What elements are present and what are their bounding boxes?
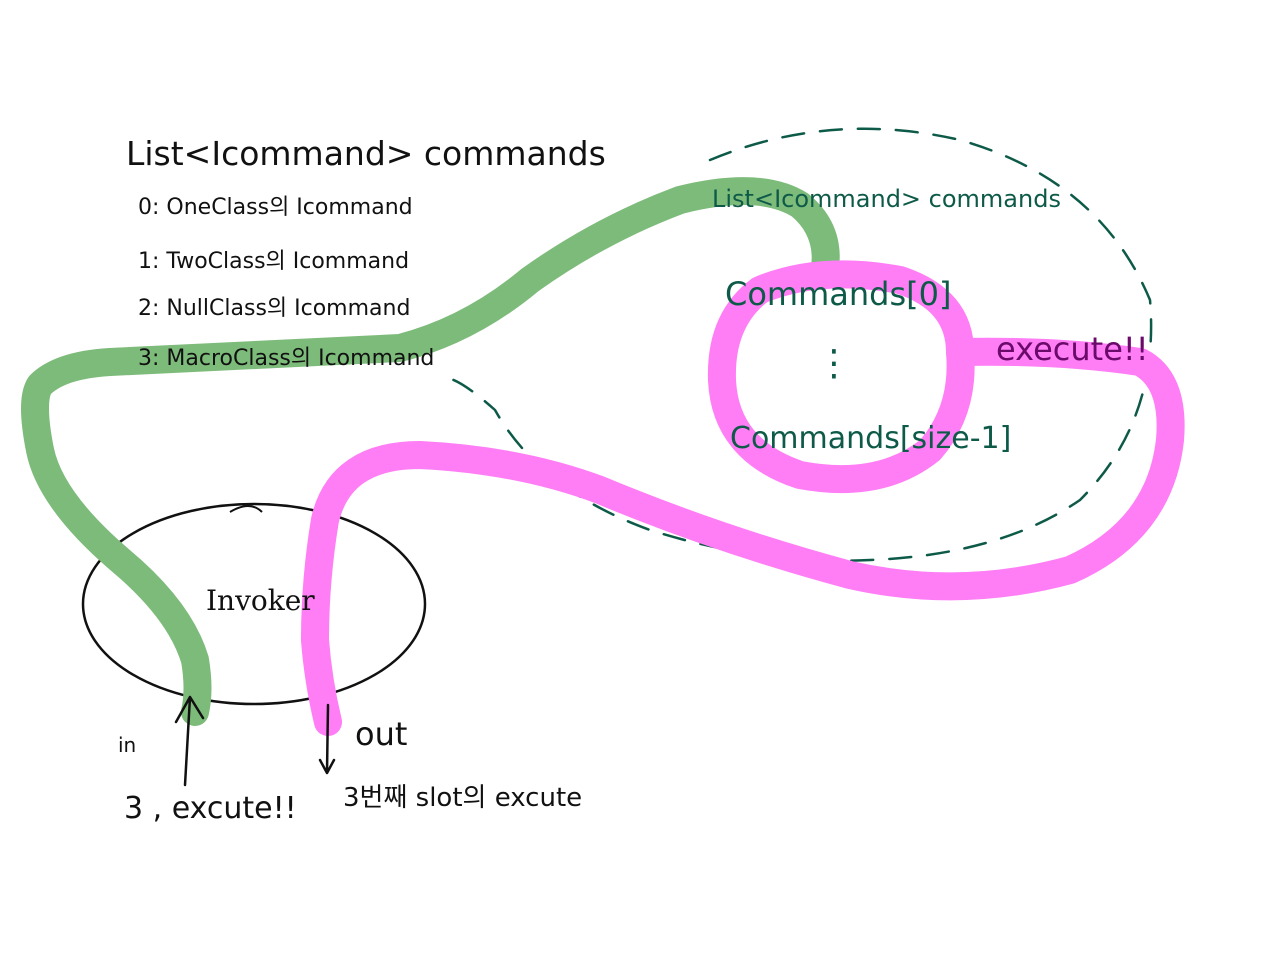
left-list-item-0: 0: OneClass의 Icommand — [138, 195, 413, 220]
macro-ellipsis: ⋮ — [816, 343, 852, 384]
left-list-item-2: 2: NullClass의 Icommand — [138, 296, 410, 321]
in-call-label: 3 , excute!! — [124, 791, 297, 826]
macro-list-header: List<Icommand> commands — [712, 185, 1061, 213]
left-list-header: List<Icommand> commands — [126, 134, 606, 173]
invoker-label: Invoker — [206, 584, 315, 617]
green-flow-path — [21, 177, 840, 726]
invoker-ellipse-overstroke — [229, 505, 263, 513]
out-label: out — [355, 715, 407, 753]
pink-flow-path — [301, 337, 1185, 736]
out-arrow — [318, 703, 336, 775]
pink-command-loop — [707, 260, 975, 494]
macro-first-command: Commands[0] — [725, 275, 951, 313]
in-label: in — [118, 733, 136, 757]
out-note-label: 3번째 slot의 excute — [343, 783, 582, 813]
in-arrow — [174, 695, 205, 787]
invoker-ellipse — [81, 502, 427, 706]
macro-execute-label: execute!! — [996, 330, 1149, 368]
macro-last-command: Commands[size-1] — [730, 421, 1011, 456]
left-list-item-3: 3: MacroClass의 Icommand — [138, 346, 434, 371]
left-list-item-1: 1: TwoClass의 Icommand — [138, 249, 409, 274]
